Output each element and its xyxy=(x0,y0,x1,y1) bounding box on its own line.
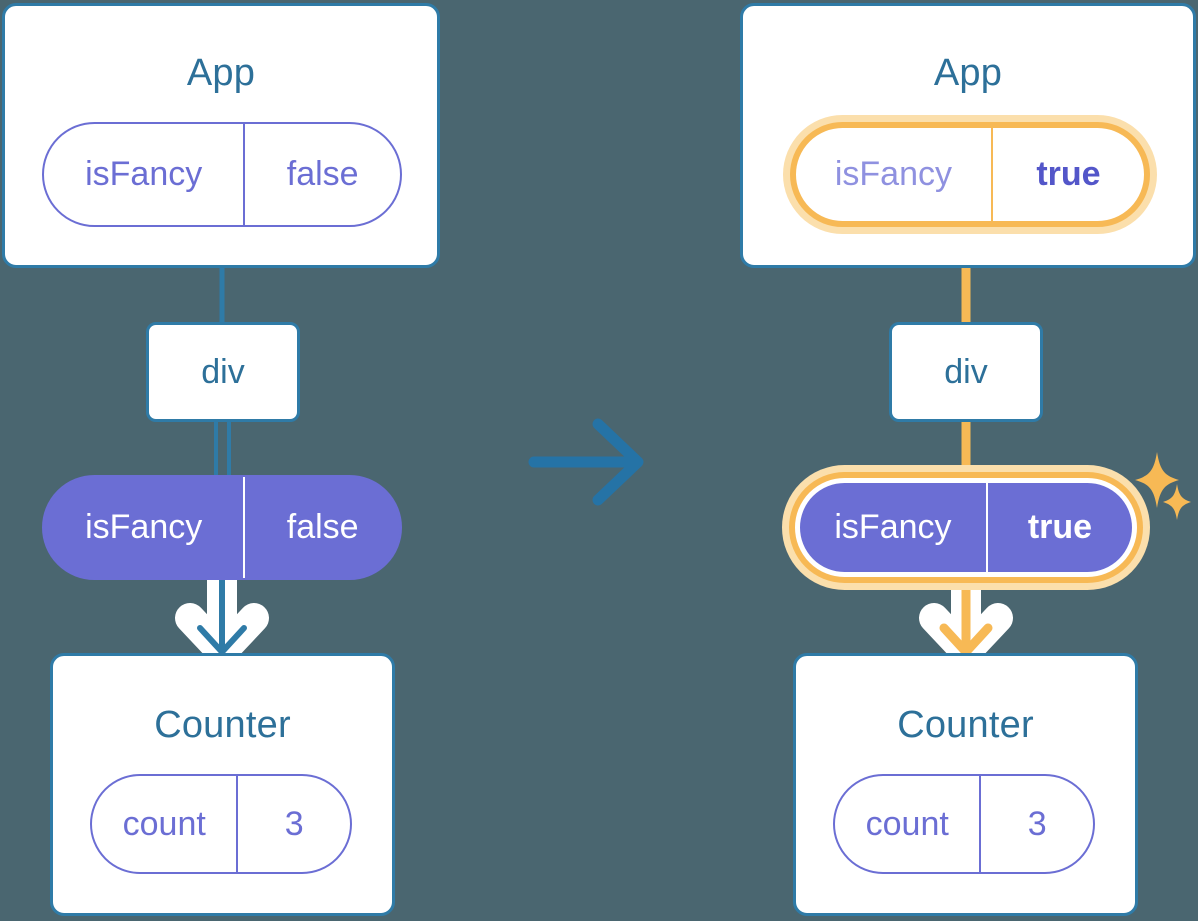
prop-pill-after[interactable]: isFancy true xyxy=(795,478,1137,577)
app-state-pill-value-after: true xyxy=(990,128,1144,221)
prop-pill-value-before: false xyxy=(243,477,400,578)
counter-state-pill-name-after: count xyxy=(865,804,949,843)
counter-title-after: Counter xyxy=(897,704,1034,746)
prop-pill-before[interactable]: isFancy false xyxy=(42,475,402,580)
app-title-before: App xyxy=(186,52,256,94)
app-state-pill-value-before: false xyxy=(243,124,400,225)
app-state-pill-name-before: isFancy xyxy=(85,155,203,193)
counter-state-pill-value-before: 3 xyxy=(236,776,350,872)
div-node-label-before: div xyxy=(201,352,245,391)
prop-pill-name-before: isFancy xyxy=(85,508,203,546)
div-node-label-after: div xyxy=(944,352,988,391)
arrow-pill-to-counter-left xyxy=(175,551,269,667)
app-state-pill-after[interactable]: isFancy true xyxy=(790,122,1150,227)
app-state-pill-before[interactable]: isFancy false xyxy=(42,122,402,227)
counter-state-pill-value-after: 3 xyxy=(979,776,1093,872)
app-state-pill-name-after: isFancy xyxy=(834,155,952,193)
counter-state-pill-after[interactable]: count 3 xyxy=(833,774,1095,874)
sparkle-icon-prop xyxy=(1135,452,1191,520)
counter-title-before: Counter xyxy=(154,704,291,746)
counter-state-pill-before[interactable]: count 3 xyxy=(90,774,352,874)
counter-state-pill-name-before: count xyxy=(122,804,206,843)
arrow-pill-to-counter-right xyxy=(919,551,1013,667)
prop-pill-value-after: true xyxy=(985,483,1132,572)
transition-arrow xyxy=(528,418,644,506)
div-node-after[interactable]: div xyxy=(889,322,1043,422)
div-node-before[interactable]: div xyxy=(146,322,300,422)
app-title-after: App xyxy=(933,52,1003,94)
prop-pill-name-after: isFancy xyxy=(834,508,952,546)
